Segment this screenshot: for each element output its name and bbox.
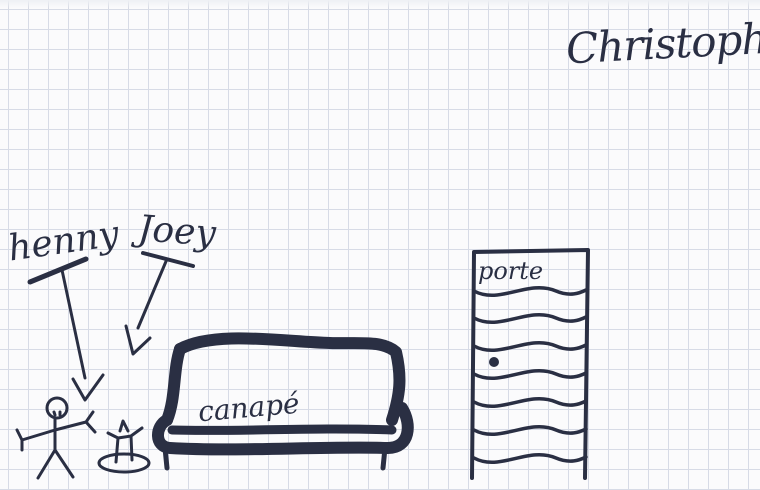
joey-label: Joey — [137, 211, 217, 252]
door-label: porte — [478, 259, 543, 283]
stick-figure-henny — [17, 398, 95, 478]
sofa-label: canapé — [197, 390, 301, 427]
henny-arrow — [62, 270, 103, 400]
door-knob — [489, 357, 499, 367]
small-figure-joey — [99, 421, 149, 472]
joey-arrow — [126, 259, 167, 354]
signature: Christopher — [565, 16, 760, 71]
